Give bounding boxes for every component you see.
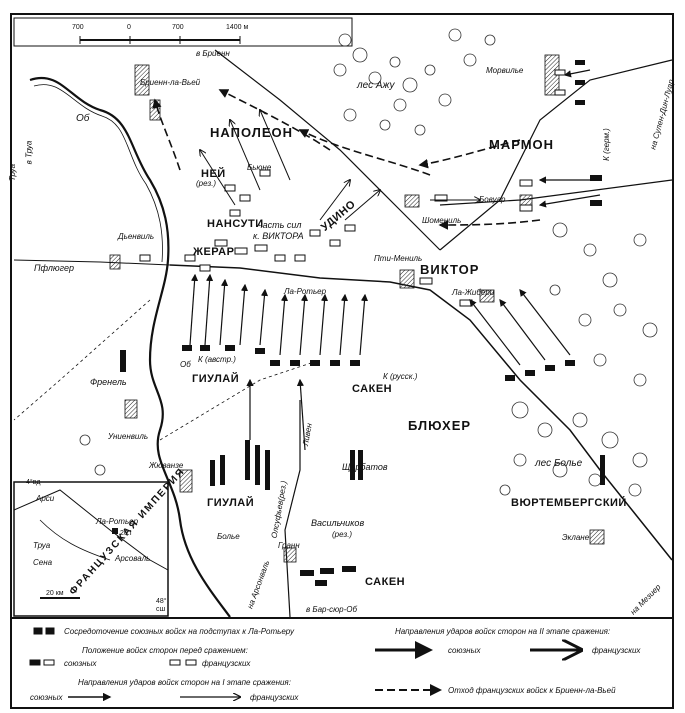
label-marmont: МАРМОН: [489, 137, 555, 152]
place-bienne: Бьюне: [247, 163, 272, 172]
label-k-germ: К (герм.): [601, 128, 611, 161]
inset-scale: 20 км: [46, 590, 64, 597]
inset-coord-bottom-2: сш: [156, 606, 166, 613]
road-dotted-2: [159, 359, 321, 441]
label-nansouty: НАНСУТИ: [207, 218, 264, 230]
place-pfleuger: Пфлюгер: [34, 263, 75, 273]
legend-symbols: [29, 627, 580, 702]
road-brienne: [214, 49, 441, 251]
legend-stage2-title: Направления ударов войск сторон на II эт…: [395, 627, 611, 636]
allied-attack-arrows: [189, 69, 601, 451]
scale-tick-3: 700: [172, 24, 184, 31]
forest-bolle: [499, 401, 648, 497]
label-wurttemberg: ВЮРТЕМБЕРГСКИЙ: [511, 497, 627, 509]
legend-allied-2: союзных: [30, 693, 63, 702]
place-eclance: Эклане: [562, 533, 590, 542]
french-attack-arrows: [200, 110, 480, 221]
place-dienville: Дьенвиль: [118, 232, 155, 241]
river-ob-label: Об: [76, 113, 90, 124]
inset-arsonval: Арсоваль: [115, 554, 151, 563]
label-blucher: БЛЮХЕР: [408, 418, 472, 433]
label-giulay-1: ГИУЛАЙ: [192, 373, 240, 385]
allied-units: [120, 60, 605, 586]
place-frenel: Френель: [90, 377, 127, 387]
legend-french-2: французских: [250, 693, 299, 702]
retreat-arrows: [152, 89, 541, 230]
label-vasilchikov: Васильчиков: [311, 518, 365, 528]
label-k-russ: К (русск.): [383, 372, 418, 381]
inset-la-rotiere: Ла-Ротьер: [96, 517, 139, 526]
place-brienne: Бриенн-ла-Вьей: [140, 78, 201, 87]
river-aube: [29, 77, 231, 618]
river-ob-label-2: Об: [180, 360, 191, 369]
forest-azhu: [333, 28, 496, 136]
inset-sen: Сена: [33, 558, 53, 567]
inset-n20: 20.I: [120, 530, 132, 537]
place-morvilliers: Морвилье: [486, 66, 524, 75]
river-aube-bank: [33, 84, 163, 263]
legend-retreat: Отход французских войск к Бриенн-ла-Вьей: [448, 686, 616, 695]
river-trua-road-label: в Труа: [24, 140, 34, 165]
label-gerard: ЖЕРАР: [193, 246, 235, 258]
place-forest-azhu: лес Ажу: [357, 80, 395, 91]
label-ney-res: (рез.): [196, 179, 217, 188]
inset-coord-left: 4°вд: [26, 479, 41, 486]
place-bar-sur-aube: в Бар-сюр-Об: [306, 605, 358, 614]
legend-french: французских: [202, 659, 251, 668]
road-south: [284, 400, 301, 618]
inset-coord-bottom: 48°: [156, 598, 167, 605]
label-k-austr: К (австр.): [198, 355, 236, 364]
label-giulay-2: ГИУЛАЙ: [207, 497, 255, 509]
label-sacken-1: САКЕН: [352, 383, 393, 395]
label-ney: НЕЙ: [201, 168, 226, 180]
scale-tick-2: 0: [127, 24, 131, 31]
label-napoleon: НАПОЛЕОН: [210, 125, 294, 140]
road-trua: [13, 259, 171, 266]
inset-arsi: Арси: [36, 494, 55, 503]
french-units: [139, 69, 566, 307]
road-east: [439, 179, 673, 206]
label-sacken-2: САКЕН: [365, 576, 406, 588]
place-bollet: Болье: [217, 532, 240, 541]
place-forest-bolle: лес Болье: [535, 458, 583, 469]
river-trua-label: Труа: [8, 163, 18, 182]
place-unienville: Униенвиль: [108, 432, 149, 441]
forest-east: [549, 222, 658, 387]
villages: [109, 54, 605, 563]
label-vasilchikov-res: (рез.): [332, 530, 353, 539]
legend-stage1-title: Направления ударов войск сторон на I эта…: [78, 678, 291, 687]
road-main: [169, 264, 673, 561]
place-brienne-road: в Бриенн: [196, 49, 230, 58]
legend-positions-title: Положение войск сторон перед сражением:: [82, 646, 248, 655]
legend-concentration: Сосредоточение союзных войск на подступа…: [64, 627, 294, 636]
legend-allied-3: союзных: [448, 646, 481, 655]
legend-frame: [10, 617, 674, 709]
legend-french-3: французских: [592, 646, 641, 655]
place-petit-mesnil: Пти-Мениль: [374, 254, 423, 263]
inset-map: [13, 481, 169, 617]
place-beauvoir: Бовуар: [479, 195, 506, 204]
place-la-rotiere: Ла-Ротьер: [284, 287, 327, 296]
scale-bar: [13, 17, 353, 47]
place-juvanze: Жюванзе: [149, 461, 184, 470]
label-shcherbatov: Щербатов: [342, 462, 388, 472]
road-dotted: [13, 299, 151, 421]
label-victor: ВИКТОР: [420, 262, 480, 277]
legend-allied: союзных: [64, 659, 97, 668]
scale-tick-1: 700: [72, 24, 84, 31]
scale-tick-4: 1400 м: [226, 24, 249, 31]
label-part-victor-1: часть сил: [258, 220, 302, 230]
inset-trua: Труа: [33, 541, 51, 550]
place-chaumesnil: Шомениль: [422, 216, 462, 225]
place-la-gibrie: Ла-Жибери: [452, 288, 495, 297]
road-morvilliers: [439, 59, 673, 251]
label-part-victor-2: к. ВИКТОРА: [253, 231, 304, 241]
place-trannes: Гранн: [278, 541, 300, 550]
